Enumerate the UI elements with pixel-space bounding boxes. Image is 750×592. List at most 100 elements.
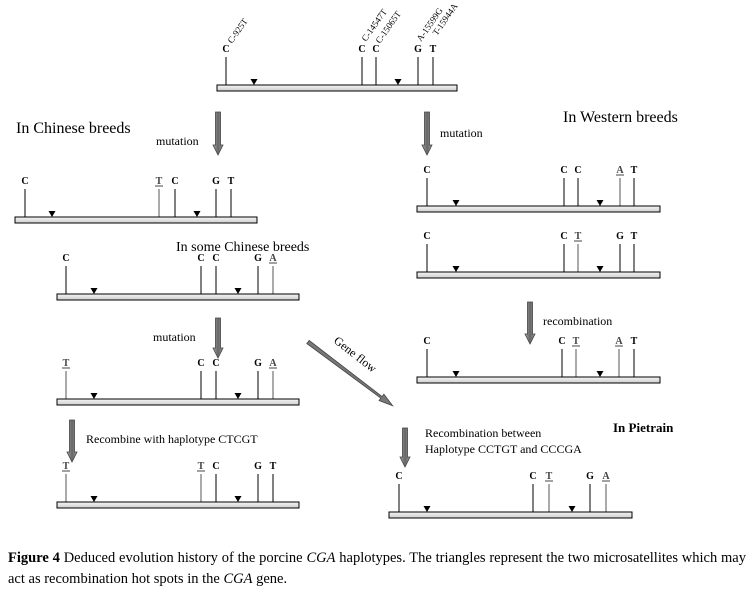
gene-bar: [388, 511, 633, 519]
allele-label: C: [212, 253, 219, 264]
gene-bar: [416, 271, 661, 279]
gene-bar: [56, 501, 300, 509]
allele-label: T: [198, 461, 205, 472]
allele-label: C: [197, 253, 204, 264]
process-label: Recombination between: [425, 426, 541, 440]
figure-caption: Figure 4 Deduced evolution history of th…: [8, 548, 746, 590]
section-label-pietrain: In Pietrain: [613, 420, 674, 435]
microsatellite-triangle-icon: [48, 211, 56, 217]
caption-text: Deduced evolution history of the porcine: [59, 550, 307, 566]
allele-label: G: [616, 231, 624, 242]
allele-label: C: [212, 358, 219, 369]
allele-label: T: [631, 336, 638, 347]
microsatellite-triangle-icon: [423, 506, 431, 512]
allele-label: T: [430, 44, 437, 55]
microsatellite-triangle-icon: [568, 506, 576, 512]
gene-bar: [14, 216, 258, 224]
section-label-western: In Western breeds: [563, 109, 678, 126]
down-arrow-icon: [212, 317, 224, 359]
down-arrow-icon: [399, 427, 411, 468]
figure-label: Figure 4: [8, 550, 60, 566]
allele-label: T: [573, 336, 580, 347]
gene-bar: [416, 205, 661, 213]
gene-bar: [416, 376, 661, 384]
gene-bar: [56, 398, 300, 406]
process-label: recombination: [543, 314, 612, 328]
allele-label: C: [62, 253, 69, 264]
allele-label: T: [63, 358, 70, 369]
allele-label: C: [372, 44, 379, 55]
process-label: Haplotype CCTGT and CCCGA: [425, 442, 582, 456]
process-label: Recombine with haplotype CTCGT: [86, 432, 258, 446]
allele-label: T: [575, 231, 582, 242]
allele-label: C: [197, 358, 204, 369]
microsatellite-triangle-icon: [234, 496, 242, 502]
allele-label: A: [616, 165, 624, 176]
microsatellite-triangle-icon: [90, 393, 98, 399]
allele-label: C: [212, 461, 219, 472]
allele-label: G: [254, 358, 262, 369]
microsatellite-triangle-icon: [234, 393, 242, 399]
allele-label: C: [560, 231, 567, 242]
down-arrow-icon: [212, 111, 224, 156]
allele-label: T: [631, 165, 638, 176]
allele-label: A: [269, 253, 277, 264]
section-label-chinese: In Chinese breeds: [16, 120, 131, 137]
allele-label: G: [212, 176, 220, 187]
allele-label: C: [423, 336, 430, 347]
allele-label: T: [270, 461, 277, 472]
allele-label: C: [558, 336, 565, 347]
allele-label: A: [615, 336, 623, 347]
microsatellite-triangle-icon: [394, 79, 402, 85]
allele-label: T: [546, 471, 553, 482]
section-label-some-chinese: In some Chinese breeds: [176, 240, 309, 255]
allele-label: T: [228, 176, 235, 187]
down-arrow-icon: [421, 111, 433, 156]
allele-label: C: [529, 471, 536, 482]
allele-label: C: [21, 176, 28, 187]
microsatellite-triangle-icon: [234, 288, 242, 294]
microsatellite-triangle-icon: [452, 266, 460, 272]
down-arrow-icon: [524, 301, 536, 345]
caption-text: haplotypes. The triangles represent the …: [8, 550, 746, 587]
process-label: mutation: [440, 126, 483, 140]
gene-flow-label: Gene flow: [331, 333, 380, 375]
allele-label: C: [358, 44, 365, 55]
allele-label: A: [269, 358, 277, 369]
microsatellite-triangle-icon: [596, 266, 604, 272]
down-arrow-icon: [66, 419, 78, 463]
microsatellite-triangle-icon: [193, 211, 201, 217]
microsatellite-triangle-icon: [90, 496, 98, 502]
microsatellite-triangle-icon: [596, 371, 604, 377]
snp-label: C-925T: [225, 16, 250, 45]
allele-label: A: [602, 471, 610, 482]
microsatellite-triangle-icon: [452, 200, 460, 206]
gene-bar: [56, 293, 300, 301]
gene-bar: [216, 84, 458, 92]
microsatellite-triangle-icon: [90, 288, 98, 294]
process-label: mutation: [153, 330, 196, 344]
allele-label: T: [63, 461, 70, 472]
allele-label: C: [222, 44, 229, 55]
allele-label: G: [414, 44, 422, 55]
allele-label: C: [574, 165, 581, 176]
microsatellite-triangle-icon: [452, 371, 460, 377]
gene-name: CGA: [223, 571, 253, 587]
allele-label: G: [254, 461, 262, 472]
allele-label: C: [560, 165, 567, 176]
process-label: mutation: [156, 134, 199, 148]
allele-label: C: [423, 165, 430, 176]
gene-flow-arrow-icon: [306, 339, 394, 407]
microsatellite-triangle-icon: [596, 200, 604, 206]
